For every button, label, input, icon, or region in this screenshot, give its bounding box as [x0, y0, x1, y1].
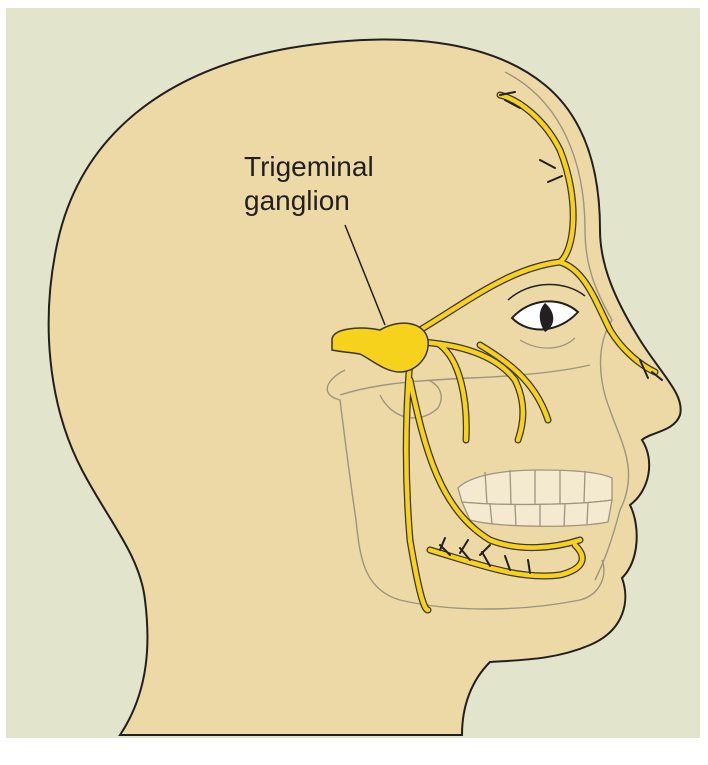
teeth	[458, 470, 612, 527]
label-line-2: ganglion	[244, 184, 374, 218]
label-line-1: Trigeminal	[244, 150, 374, 184]
head-silhouette	[49, 40, 681, 735]
ganglion-label: Trigeminal ganglion	[244, 150, 374, 218]
